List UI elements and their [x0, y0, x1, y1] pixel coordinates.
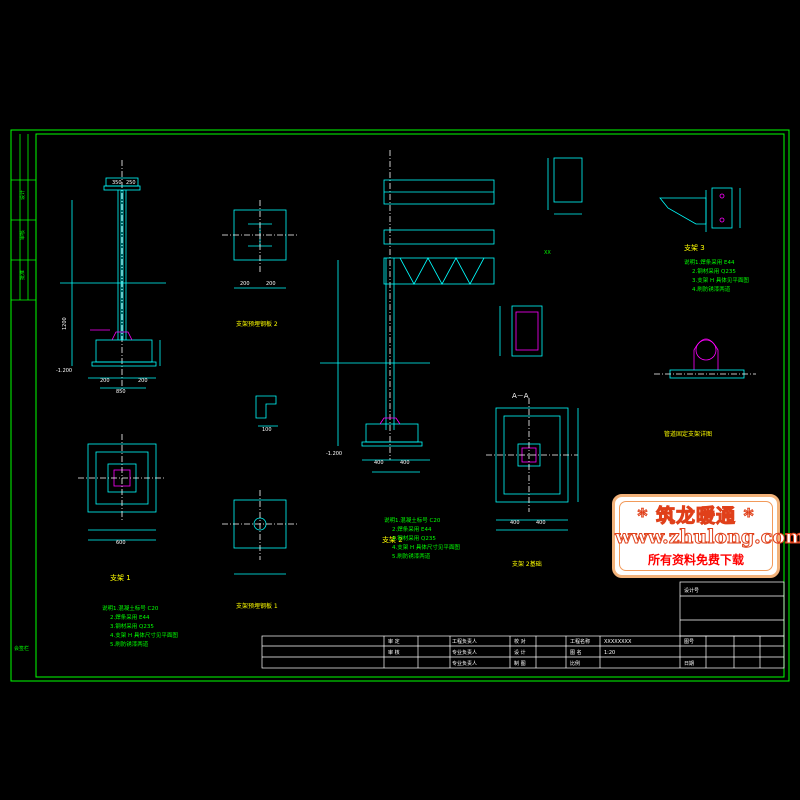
dim-200c: 200: [240, 281, 250, 287]
elev-1: -1.200: [56, 368, 72, 374]
embed-plate1: [222, 490, 298, 575]
watermark-inner-border: [619, 501, 773, 571]
svg-text:说明1.焊条采用 E44: 说明1.焊条采用 E44: [684, 258, 735, 266]
embed1-title: 支架预埋钢板 1: [236, 602, 278, 610]
support2-title: 支架 2: [382, 535, 403, 544]
dim-1200: 1200: [62, 317, 68, 330]
tb-r2c1: 审 核: [388, 649, 400, 656]
small-plate-top: [547, 157, 583, 215]
tb-r1c2: 工程负责人: [452, 638, 477, 645]
svg-text:4.支架 H 具体尺寸见平面图: 4.支架 H 具体尺寸见平面图: [110, 631, 178, 639]
dim-400b: 400: [400, 460, 410, 466]
dim-200b: 200: [138, 378, 148, 384]
small-detail: [255, 395, 278, 427]
notes2: 说明1.混凝土标号 C20 2.焊条采用 E44 3.钢材采用 Q235 4.支…: [384, 516, 460, 560]
tb-scale: 1:20: [604, 650, 615, 656]
support1-title: 支架 1: [110, 573, 131, 582]
clamp-title: 管道固定支架详图: [664, 430, 712, 438]
dim-400d: 400: [536, 520, 546, 526]
watermark-url: www.zhulong.com: [615, 526, 800, 549]
tb-r3c4: 比例: [570, 660, 580, 667]
svg-text:2.钢材采用 Q235: 2.钢材采用 Q235: [692, 267, 736, 275]
svg-text:3.钢材采用 Q235: 3.钢材采用 Q235: [392, 534, 436, 542]
embed2-title: 支架预埋钢板 2: [236, 320, 278, 328]
tb-project: XXXXXXXX: [604, 639, 632, 645]
inner-frame: [35, 133, 785, 678]
tb-date: 日期: [684, 661, 694, 667]
dim-200a: 200: [100, 378, 110, 384]
elev-2: -1.200: [326, 451, 342, 457]
tb-r1c3: 校 对: [514, 638, 526, 645]
watermark-subtitle: 所有资料免费下载: [647, 553, 744, 567]
tb-r1c1: 审 定: [388, 638, 400, 645]
tb-r3c3: 制 图: [514, 660, 526, 667]
dim-400c: 400: [510, 520, 520, 526]
dim-100: 100: [262, 427, 272, 433]
svg-text:4.刷防锈漆两道: 4.刷防锈漆两道: [692, 285, 731, 293]
dim-200d: 200: [266, 281, 276, 287]
support1-plan: [78, 434, 166, 541]
svg-text:4.支架 H 具体尺寸见平面图: 4.支架 H 具体尺寸见平面图: [392, 543, 460, 551]
strip-label-2: 审核: [19, 230, 26, 240]
title-block: [261, 581, 785, 669]
dim-850: 850: [116, 389, 126, 395]
svg-text:说明1.混凝土标号 C20: 说明1.混凝土标号 C20: [102, 604, 159, 612]
section-aa-title: A－A: [512, 392, 529, 400]
support1-elevation: [60, 160, 166, 390]
foundation2-title: 支架 2基础: [512, 560, 542, 568]
watermark-stamp: * 筑龙暖通 * www.zhulong.com 所有资料免费下载: [612, 494, 800, 578]
dim-250a: 250: [126, 180, 136, 186]
svg-text:3.支架 H 具体见平面图: 3.支架 H 具体见平面图: [692, 276, 749, 284]
dim-400a: 400: [374, 460, 384, 466]
strip-label-3: 批准: [19, 270, 26, 280]
left-strip: [11, 134, 36, 301]
strip-label-1: 设计: [19, 190, 26, 200]
support3-title: 支架 3: [684, 243, 705, 252]
tb-r2c4: 图 名: [570, 649, 582, 656]
section-detail: [499, 305, 543, 357]
tb-r3c2: 专业负责人: [452, 660, 477, 667]
tb-r2c2: 专业负责人: [452, 649, 477, 656]
watermark-title: * 筑龙暖通 *: [637, 505, 755, 528]
notes3: 说明1.焊条采用 E44 2.钢材采用 Q235 3.支架 H 具体见平面图 4…: [684, 258, 749, 293]
svg-text:2.焊条采用 E44: 2.焊条采用 E44: [110, 613, 150, 621]
dim-600: 600: [116, 540, 126, 546]
svg-text:说明1.混凝土标号 C20: 说明1.混凝土标号 C20: [384, 516, 441, 524]
tb-design-no: 设计号: [684, 587, 699, 594]
dim-350a: 350: [112, 180, 122, 186]
svg-text:3.钢材采用 Q235: 3.钢材采用 Q235: [110, 622, 154, 630]
tb-r1c4: 工程名称: [570, 638, 590, 645]
embed-plate2: [222, 200, 298, 289]
plate-note: XX: [544, 250, 551, 256]
svg-text:5.刷防锈漆两道: 5.刷防锈漆两道: [392, 552, 431, 560]
support2-foundation: [486, 398, 579, 531]
svg-text:2.焊条采用 E44: 2.焊条采用 E44: [392, 525, 432, 533]
drawing-frame: [10, 129, 790, 682]
support3: [659, 187, 741, 232]
svg-text:5.刷防锈漆两道: 5.刷防锈漆两道: [110, 640, 149, 648]
strip-bottom-text: 会签栏: [14, 645, 29, 652]
tb-drawing-no: 图号: [684, 639, 694, 645]
support2-elevation: [320, 150, 495, 473]
clamp-detail: [654, 338, 756, 379]
tb-r2c3: 设 计: [514, 649, 526, 656]
notes1: 说明1.混凝土标号 C20 2.焊条采用 E44 3.钢材采用 Q235 4.支…: [102, 604, 178, 648]
